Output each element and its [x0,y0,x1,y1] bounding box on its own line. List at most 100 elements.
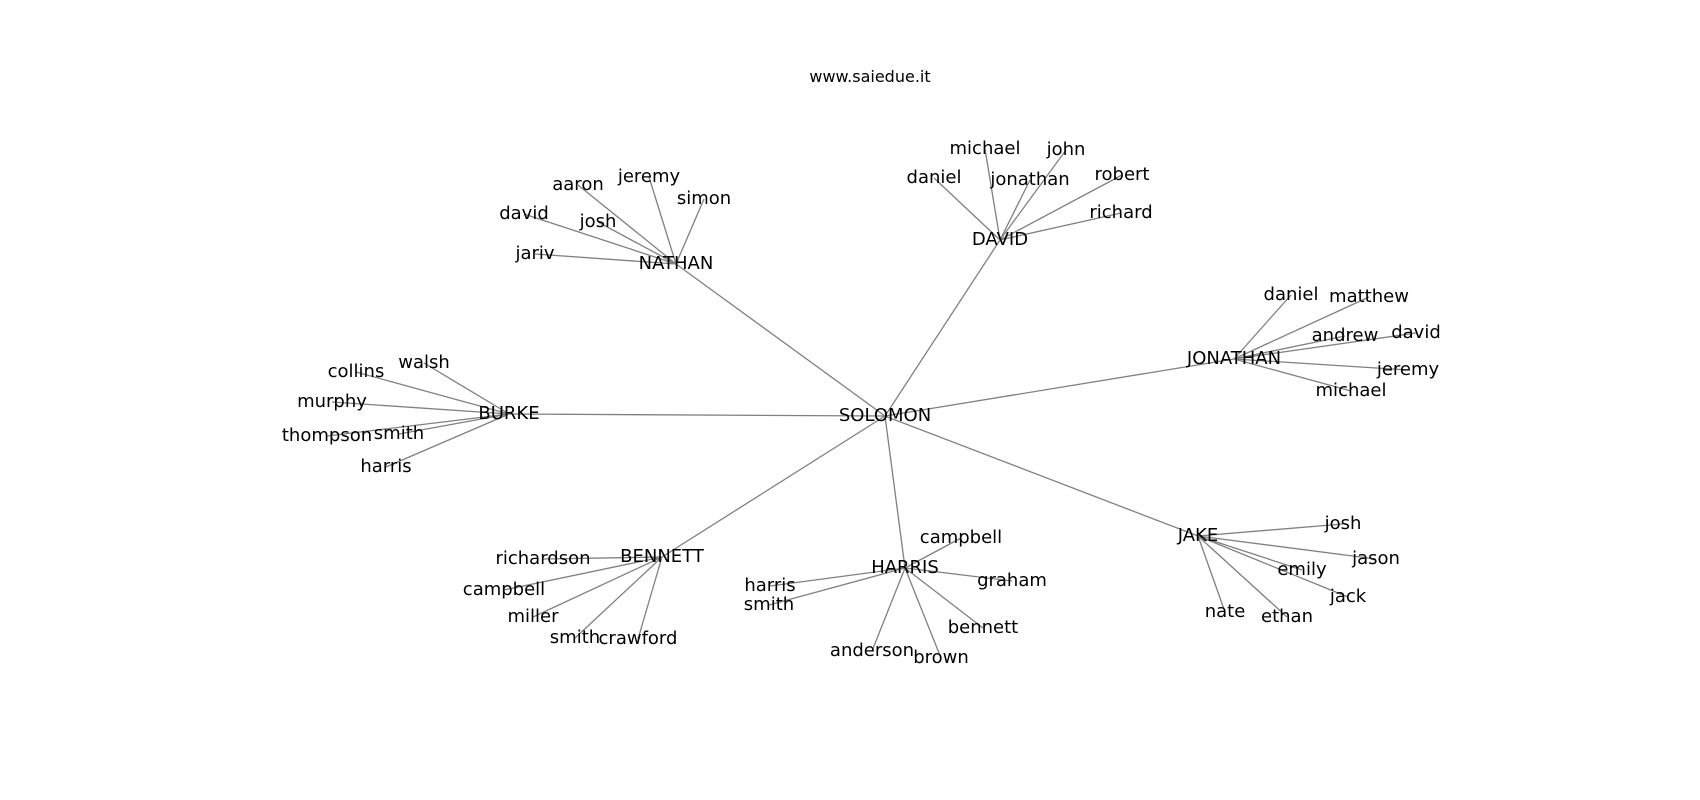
edge-david-richard [999,212,1122,241]
node-leaf-nathan-jariv: jariv [514,243,554,264]
node-leaf-jake-jason: jason [1351,548,1400,569]
edge-jake-emily [1197,535,1303,571]
node-leaf-harris-bennett: bennett [948,617,1019,638]
edge-david-jonathan [999,179,1031,241]
edge-david-daniel [933,177,1001,241]
node-leaf-nathan-jeremy: jeremy [617,166,681,187]
edge-jake-ethan [1197,535,1288,618]
node-root: SOLOMON [839,405,931,426]
edge-david-robert [999,174,1123,241]
edge-jake-jack [1197,535,1349,598]
edge-harris-brown [904,567,942,659]
node-hub-jonathan: JONATHAN [1186,348,1281,369]
edge-jonathan-jeremy [1233,358,1409,371]
node-leaf-jonathan-matthew: matthew [1329,286,1409,307]
node-hub-burke: BURKE [478,403,539,424]
edge-bennett-richardson [542,556,663,560]
node-leaf-nathan-aaron: aaron [552,174,604,195]
node-leaf-bennett-crawford: crawford [599,628,678,649]
node-leaf-harris-brown: brown [913,647,969,668]
edge-root-jonathan [884,358,1235,417]
edge-burke-smith [398,413,510,435]
node-leaf-bennett-richardson: richardson [495,548,590,569]
edges-layer [326,148,1417,659]
edge-jonathan-daniel [1233,294,1292,360]
edge-david-john [999,149,1067,241]
edge-bennett-miller [532,556,663,618]
node-leaf-david-richard: richard [1089,202,1152,223]
node-leaf-bennett-smith: smith [550,627,600,648]
edge-harris-harris [769,567,906,587]
edge-jonathan-matthew [1233,296,1370,360]
edge-jake-nate [1197,535,1226,613]
edge-harris-graham [904,567,1013,582]
node-leaf-jonathan-daniel: daniel [1264,284,1319,305]
edge-jake-josh [1197,523,1344,537]
node-leaf-nathan-simon: simon [677,188,731,209]
node-hub-nathan: NATHAN [639,253,714,274]
edge-david-michael [984,148,1001,241]
edge-root-harris [884,415,906,569]
edge-nathan-simon [675,198,705,265]
node-leaf-harris-campbell: campbell [920,527,1002,548]
node-leaf-jonathan-david: david [1391,322,1441,343]
node-leaf-jake-josh: josh [1324,513,1362,534]
node-leaf-harris-anderson: anderson [830,640,914,661]
node-hub-harris: HARRIS [871,557,939,578]
node-leaf-bennett-campbell: campbell [463,579,545,600]
edge-burke-thompson [326,413,510,437]
edge-harris-anderson [871,567,906,652]
edge-root-nathan [675,263,886,417]
node-leaf-david-daniel: daniel [907,167,962,188]
node-leaf-burke-thompson: thompson [282,425,372,446]
node-leaf-jonathan-jeremy: jeremy [1376,359,1440,380]
node-leaf-burke-collins: collins [328,361,385,382]
edge-root-jake [884,415,1199,537]
edge-burke-walsh [423,362,510,415]
node-leaf-jonathan-michael: michael [1316,380,1387,401]
edge-harris-smith [768,567,906,606]
node-leaf-burke-murphy: murphy [297,391,367,412]
node-leaf-jake-nate: nate [1205,601,1246,622]
node-leaf-harris-smith: smith [744,594,794,615]
node-leaf-nathan-david: david [499,203,549,224]
node-leaf-burke-walsh: walsh [398,352,450,373]
node-leaf-jake-ethan: ethan [1261,606,1313,627]
node-hub-jake: JAKE [1177,525,1218,546]
edge-nathan-josh [597,221,677,265]
node-leaf-david-jonathan: jonathan [989,169,1069,190]
node-leaf-jonathan-andrew: andrew [1312,325,1379,346]
node-leaf-nathan-josh: josh [579,211,617,232]
edge-nathan-david [523,213,677,265]
edge-root-burke [508,413,886,417]
edge-burke-collins [355,371,510,415]
edge-nathan-jariv [534,253,677,265]
node-leaf-david-robert: robert [1095,164,1150,185]
edge-jonathan-michael [1233,358,1352,392]
edge-jake-jason [1197,535,1377,560]
node-leaf-burke-harris: harris [360,456,411,477]
node-leaf-jake-jack: jack [1329,586,1367,607]
edge-jonathan-david [1233,332,1417,360]
node-leaf-david-michael: michael [950,138,1021,159]
node-leaf-burke-smith: smith [374,423,424,444]
edge-bennett-campbell [503,556,663,591]
node-hub-david: DAVID [972,229,1028,250]
node-leaf-bennett-miller: miller [507,606,559,627]
edge-bennett-crawford [637,556,663,640]
edge-burke-murphy [331,401,510,415]
node-leaf-david-john: john [1046,139,1086,160]
node-leaf-harris-harris: harris [744,575,795,596]
edge-nathan-jeremy [648,176,677,265]
node-hub-bennett: BENNETT [620,546,705,567]
edge-harris-bennett [904,567,984,629]
node-leaf-harris-graham: graham [977,570,1047,591]
edge-nathan-aaron [577,184,677,265]
edge-jonathan-andrew [1233,335,1346,360]
site-watermark: www.saiedue.it [809,67,930,86]
edge-harris-campbell [904,537,962,569]
node-leaf-jake-emily: emily [1277,559,1327,580]
edge-bennett-smith [574,556,663,639]
